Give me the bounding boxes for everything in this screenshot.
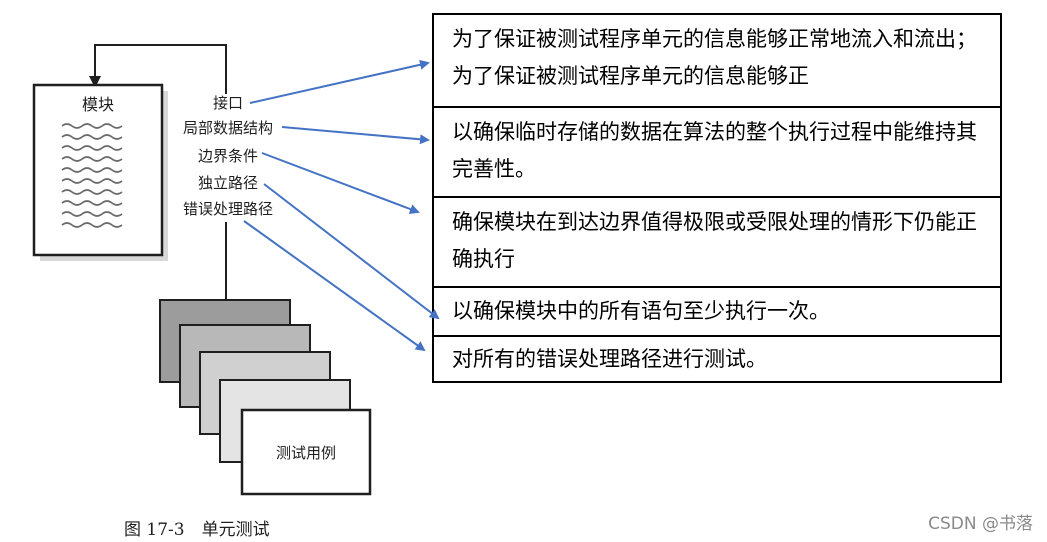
- description-row-boundary: 确保模块在到达边界值得极限或受限处理的情形下仍能正确执行: [434, 196, 1000, 286]
- feedback-arrowhead: [89, 76, 101, 88]
- local-data-structure-label: 局部数据结构: [183, 119, 273, 137]
- description-table: 为了保证被测试程序单元的信息能够正常地流入和流出；为了保证被测试程序单元的信息能…: [432, 13, 1002, 383]
- description-row-interface: 为了保证被测试程序单元的信息能够正常地流入和流出；为了保证被测试程序单元的信息能…: [452, 27, 977, 88]
- test-case-label: 测试用例: [276, 444, 336, 462]
- interface-label: 接口: [213, 94, 243, 112]
- watermark: CSDN @书落: [928, 514, 1033, 534]
- test-case-stack: [159, 299, 372, 496]
- feedback-loop-arrow: [94, 44, 227, 94]
- description-row-independent-path: 以确保模块中的所有语句至少执行一次。: [434, 286, 1000, 335]
- module-label: 模块: [82, 95, 114, 114]
- description-row-error-path: 对所有的错误处理路径进行测试。: [434, 335, 1000, 381]
- figure-caption: 图 17-3 单元测试: [124, 520, 270, 540]
- description-row-local-data: 以确保临时存储的数据在算法的整个执行过程中能维持其完善性。: [434, 106, 1000, 196]
- error-path-label: 错误处理路径: [183, 200, 273, 218]
- boundary-condition-label: 边界条件: [198, 147, 258, 165]
- module-document: [32, 83, 168, 261]
- module-wavy-lines: [61, 123, 123, 228]
- independent-path-label: 独立路径: [198, 174, 258, 192]
